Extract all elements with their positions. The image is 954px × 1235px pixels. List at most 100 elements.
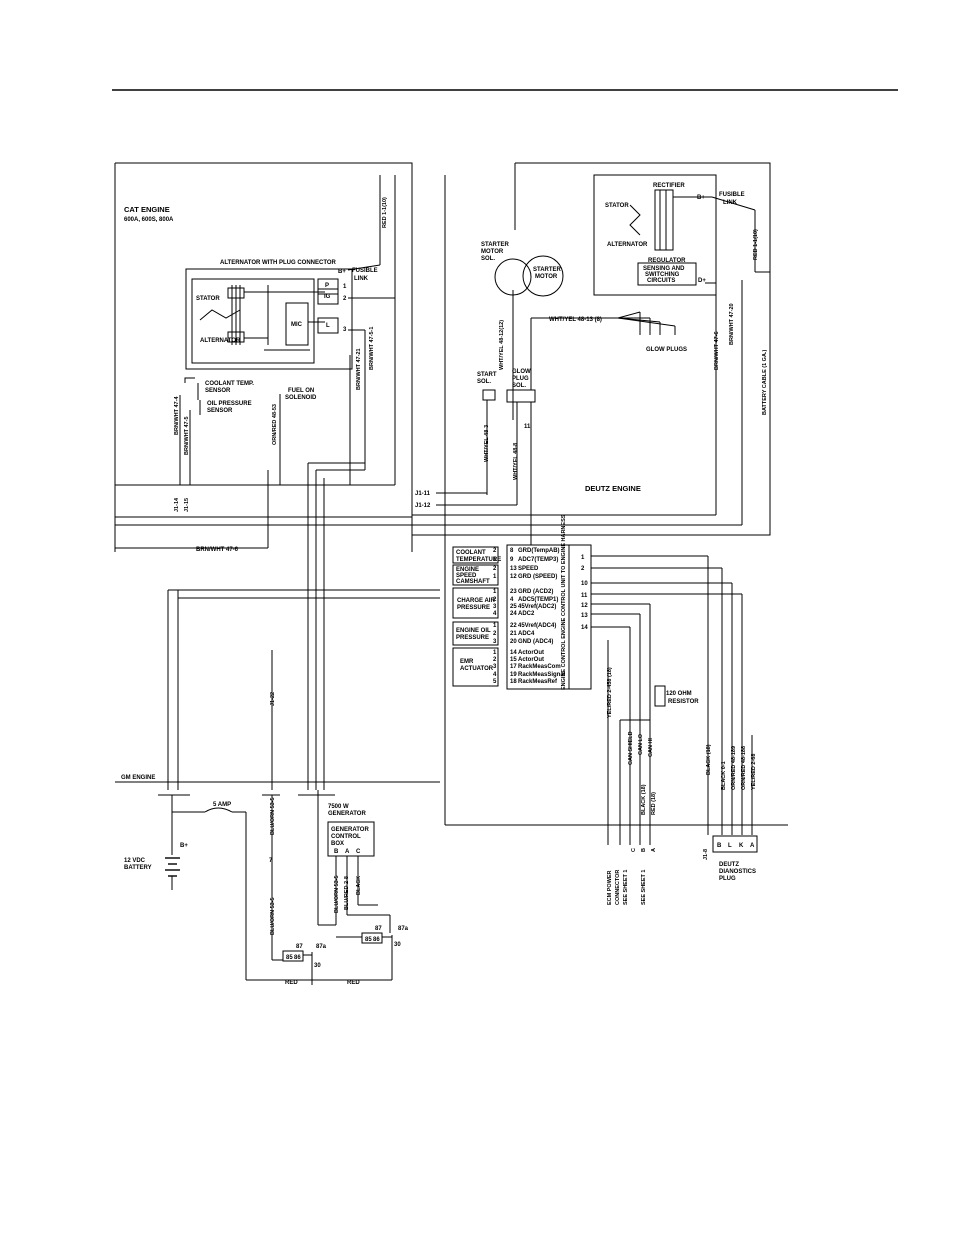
j1-14: J1-14	[174, 497, 180, 512]
ecu-label-column	[568, 544, 592, 690]
sensor-pin-number: 2	[493, 548, 497, 554]
wire-47-6-deutz: BRN/WHT 47-6	[714, 331, 720, 370]
svg-text:SOL.: SOL.	[481, 256, 495, 262]
wire-47-21: BRN/WHT 47-21	[356, 348, 362, 390]
wire-yel-red: YEL/RED 2-458 (18)	[607, 667, 613, 718]
svg-text:SOL.: SOL.	[512, 383, 526, 389]
starter-motor-circle	[522, 255, 564, 297]
ecu-pin-name: RackMeasSignal	[518, 672, 566, 678]
svg-text:ENGINE OIL: ENGINE OIL	[456, 628, 491, 634]
ecu-pin-name: RackMeasRef	[518, 679, 558, 685]
deutz-alternator-box	[593, 174, 717, 296]
ecu-pin-number: 18	[510, 679, 517, 685]
ecu-right-pin: 13	[581, 613, 588, 619]
alternator-label: ALTERNATOR	[200, 338, 241, 344]
svg-text:BLU/ORN 53-5: BLU/ORN 53-5	[270, 797, 276, 835]
svg-text:ORN/RED 48-188: ORN/RED 48-188	[741, 746, 747, 790]
svg-text:86: 86	[294, 955, 301, 961]
pin-l: L	[326, 323, 330, 329]
ecu-right-pin: 10	[581, 581, 588, 587]
ecu-pin-number: 17	[510, 664, 517, 670]
svg-text:COOLANT: COOLANT	[456, 550, 486, 556]
alternator-plug-box	[185, 268, 353, 370]
svg-text:3: 3	[343, 327, 347, 333]
b-plus-label: B+	[338, 269, 346, 275]
ecu-pin-name: GRD (SPEED)	[518, 574, 557, 580]
cat-engine-border	[115, 162, 413, 552]
svg-text:FUSIBLE: FUSIBLE	[719, 192, 745, 198]
ecu-pin-number: 25	[510, 604, 517, 610]
svg-text:BLU/ORN 53-5: BLU/ORN 53-5	[334, 875, 340, 913]
ecu-pin-number: 15	[510, 657, 517, 663]
svg-text:B: B	[334, 849, 339, 855]
ecu-pin-name: GRD (ACD2)	[518, 589, 553, 595]
svg-text:BLACK (18): BLACK (18)	[641, 784, 647, 815]
start-sol: START	[477, 372, 497, 378]
ecu-pin-number: 9	[510, 557, 514, 563]
generator-label: 7500 W	[328, 804, 349, 810]
svg-text:ORN/RED 48-189: ORN/RED 48-189	[731, 746, 737, 790]
sensor-pin-number: 2	[493, 657, 497, 663]
svg-text:SPEED: SPEED	[456, 573, 477, 579]
svg-text:86: 86	[373, 937, 380, 943]
ecu-right-pin: 12	[581, 603, 588, 609]
wire-47-4: BRN/WHT 47-4	[174, 396, 180, 435]
mic-label: MIC	[291, 322, 303, 328]
ecu-right-pin: 14	[581, 625, 588, 631]
ecu-pin-name: 45Vref(ADC4)	[518, 623, 556, 629]
sensor-pin-number: 3	[493, 664, 497, 670]
ecu-pin-name: ADC5(TEMP1)	[518, 597, 558, 603]
can-lo: CAN LO	[638, 733, 644, 755]
svg-text:RED (18): RED (18)	[651, 792, 657, 815]
alternator-plug-title: ALTERNATOR WITH PLUG CONNECTOR	[220, 260, 337, 266]
svg-text:30: 30	[314, 963, 321, 969]
svg-text:85: 85	[365, 937, 372, 943]
red-wire-label: RED 1-1(10)	[382, 197, 388, 228]
svg-text:SOL.: SOL.	[477, 379, 491, 385]
ecu-pin-number: 4	[510, 597, 514, 603]
sensor-pin-number: 4	[493, 672, 497, 678]
svg-text:DEUTZ: DEUTZ	[719, 862, 739, 868]
red-wire-label-deutz: RED 1-1(10)	[753, 229, 759, 260]
svg-text:SEE SHEET 1: SEE SHEET 1	[623, 870, 629, 905]
ecu-right-pin: 2	[581, 566, 585, 572]
svg-text:BATTERY: BATTERY	[124, 865, 152, 871]
wire-47-5-1: BRN/WHT 47-5-1	[369, 327, 375, 370]
sensor-pin-number: 1	[493, 650, 497, 656]
svg-text:SENSING AND: SENSING AND	[643, 266, 685, 272]
glow-plug-sol: GLOW	[512, 369, 531, 375]
deutz-engine-title: DEUTZ ENGINE	[585, 484, 641, 493]
svg-text:11: 11	[524, 424, 531, 430]
fuel-on-solenoid: FUEL ON	[288, 388, 314, 394]
svg-text:BLU/RED 2-8: BLU/RED 2-8	[344, 876, 350, 910]
svg-text:PRESSURE: PRESSURE	[456, 635, 489, 641]
alternator-inner-box	[191, 278, 315, 364]
ecu-pin-number: 13	[510, 566, 517, 572]
relay-1	[282, 950, 304, 962]
svg-text:DIANOSTICS: DIANOSTICS	[719, 869, 756, 875]
svg-text:MOTOR: MOTOR	[535, 274, 558, 280]
ecm-power-connector: ECM POWER	[607, 870, 613, 905]
svg-text:GENERATOR: GENERATOR	[331, 827, 369, 833]
sensor-pin-number: 1	[493, 623, 497, 629]
svg-text:BLACK: BLACK	[356, 876, 362, 895]
rectifier-label: RECTIFIER	[653, 183, 685, 189]
svg-text:CAMSHAFT: CAMSHAFT	[456, 579, 490, 585]
can-hi: CAN HI	[648, 738, 654, 757]
ecu-pin-name: ActorOut	[518, 650, 544, 656]
starter-motor: STARTER	[533, 267, 562, 273]
deutz-diagnostics-plug	[712, 835, 758, 853]
gm-engine-title: GM ENGINE	[121, 775, 155, 781]
svg-text:ALTERNATOR: ALTERNATOR	[607, 242, 648, 248]
glow-plugs: GLOW PLUGS	[646, 347, 687, 353]
resistor-symbol	[654, 685, 666, 707]
regulator-label: REGULATOR	[648, 258, 686, 264]
svg-text:30: 30	[394, 942, 401, 948]
svg-text:YEL/RED 2-68: YEL/RED 2-68	[751, 754, 757, 790]
wire-48-3: WHT/YEL 48-3	[484, 425, 490, 462]
starter-sol-circle	[494, 258, 532, 296]
ecu-vertical-label: ENGINE CONTROL ENGINE CONTROL UNIT TO EN…	[561, 514, 567, 690]
